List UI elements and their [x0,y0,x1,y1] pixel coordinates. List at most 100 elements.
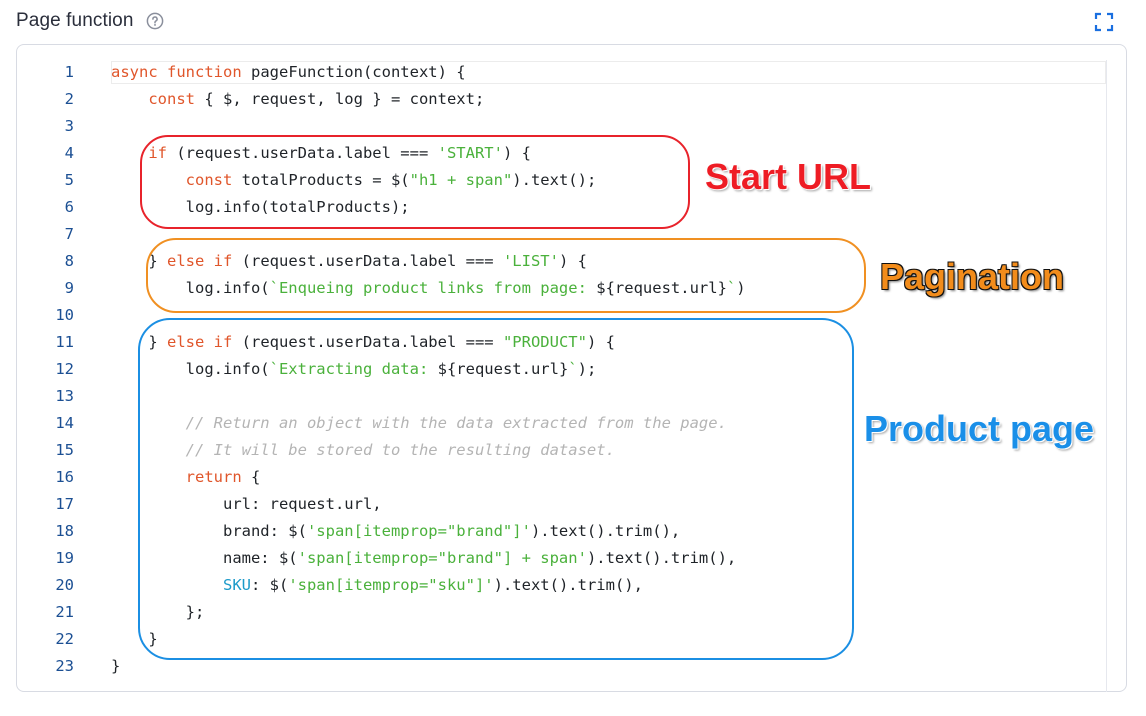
line-number: 1 [64,63,74,81]
code-token: { $, request, log } = context; [195,90,485,108]
line-number: 6 [64,198,74,216]
expand-icon[interactable] [1094,12,1114,32]
code-token: const [185,171,233,189]
code-token: else if [167,333,233,351]
code-token: else if [167,252,233,270]
line-number: 19 [55,549,74,567]
code-token: ) { [586,333,615,351]
code-token: // Return an object with the data extrac… [185,414,727,432]
code-token: 'span[itemprop="sku"]' [288,576,494,594]
code-token: ) { [502,144,531,162]
line-number: 15 [55,441,74,459]
line-number: 10 [55,306,74,324]
editor-scrollbar[interactable] [1106,60,1128,692]
line-number: 17 [55,495,74,513]
code-line: const totalProducts = $("h1 + span").tex… [111,167,746,194]
line-number: 2 [64,90,74,108]
line-number: 18 [55,522,74,540]
line-number: 16 [55,468,74,486]
code-token: ` [726,279,737,297]
code-line: // It will be stored to the resulting da… [111,437,746,464]
code-token: "PRODUCT" [502,333,587,351]
line-number: 13 [55,387,74,405]
code-token: brand: $( [111,522,307,540]
code-line: name: $('span[itemprop="brand"] + span')… [111,545,746,572]
code-token: // It will be stored to the resulting da… [185,441,615,459]
code-token: 'span[itemprop="brand"]' [306,522,531,540]
start-url-annotation: Start URL [705,156,872,197]
code-token: ) [736,279,746,297]
line-number: 11 [55,333,74,351]
code-token: ${request.url} [437,360,569,378]
code-token: (request.userData.label === [232,252,503,270]
code-line: async function pageFunction(context) { [111,59,746,86]
code-token: SKU [222,576,251,594]
code-token: async function [111,63,242,81]
code-token: { [241,468,261,486]
code-token: "h1 + span" [409,171,513,189]
line-number: 23 [55,657,74,675]
code-line: log.info(`Extracting data: ${request.url… [111,356,746,383]
panel-title: Page function [16,10,134,31]
code-token: ); [577,360,597,378]
code-line: log.info(`Enqueing product links from pa… [111,275,746,302]
code-token: } [111,657,121,675]
code-line: } [111,653,746,680]
code-token: ).text().trim(), [586,549,737,567]
code-token: log.info( [111,279,270,297]
product-page-annotation: Product page [864,408,1095,449]
code-line: // Return an object with the data extrac… [111,410,746,437]
line-number: 12 [55,360,74,378]
code-token: `Extracting data: [269,360,438,378]
panel-header: Page function [16,7,164,35]
line-number: 3 [64,117,74,135]
code-line: log.info(totalProducts); [111,194,746,221]
line-number: 14 [55,414,74,432]
code-token: ) { [558,252,587,270]
pagination-outline [146,238,866,313]
line-number: 22 [55,630,74,648]
code-token: ` [568,360,578,378]
code-token: totalProducts = $( [232,171,410,189]
code-token: (request.userData.label === [167,144,438,162]
code-line: } else if (request.userData.label === 'L… [111,248,746,275]
code-line: url: request.url, [111,491,746,518]
code-token: url: request.url, [111,495,382,513]
code-token: ).text().trim(), [530,522,681,540]
line-number: 21 [55,603,74,621]
code-token: return [185,468,242,486]
code-token: }; [111,603,205,621]
code-token: log.info(totalProducts); [111,198,410,216]
product-page-outline [138,318,854,660]
code-editor[interactable] [16,44,1127,692]
code-line: return { [111,464,746,491]
code-token: (request.userData.label === [232,333,503,351]
line-number: 4 [64,144,74,162]
code-token: 'START' [437,144,503,162]
code-token: ).text(); [512,171,597,189]
code-token: 'LIST' [502,252,559,270]
code-line: const { $, request, log } = context; [111,86,746,113]
code-line: SKU: $('span[itemprop="sku"]').text().tr… [111,572,746,599]
code-line: brand: $('span[itemprop="brand"]').text(… [111,518,746,545]
code-token: ${request.url} [596,279,727,297]
line-number: 8 [64,252,74,270]
pagination-annotation: Pagination [880,256,1065,297]
code-token: `Enqueing product links from page: [269,279,597,297]
line-number: 9 [64,279,74,297]
code-token: : $( [250,576,289,594]
code-token: name: $( [111,549,298,567]
code-token: ).text().trim(), [493,576,643,594]
question-circle-icon[interactable] [146,12,164,30]
line-number: 20 [55,576,74,594]
line-number: 7 [64,225,74,243]
code-token: const [148,90,195,108]
code-token: log.info( [111,360,270,378]
code-token: pageFunction(context) { [241,63,466,81]
start-url-outline [140,135,690,229]
current-line-highlight [111,61,1106,84]
code-line: }; [111,599,746,626]
code-token [111,90,148,108]
line-number: 5 [64,171,74,189]
